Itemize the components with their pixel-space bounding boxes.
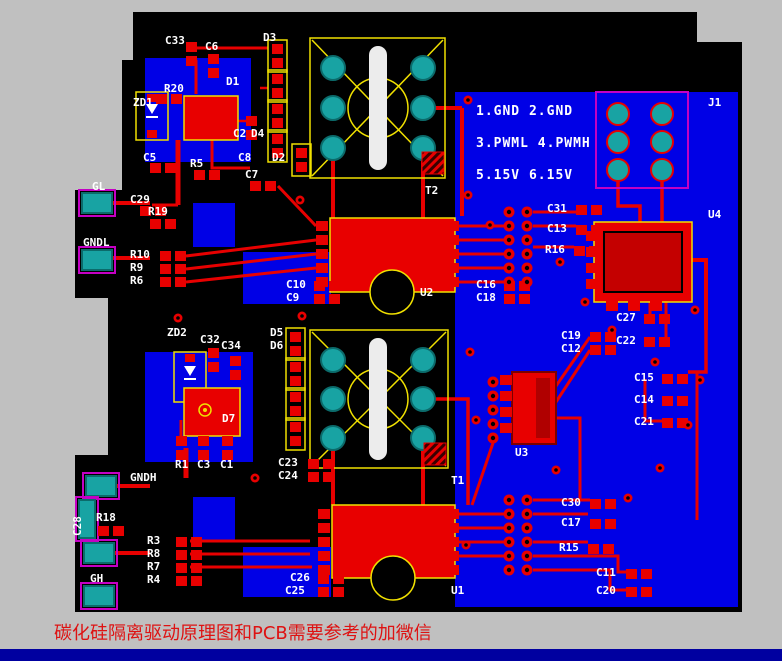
ic-u3 [511,371,557,445]
component-pads [98,39,688,597]
pad-c28 [75,496,99,542]
ic-u2 [329,217,456,315]
ic-u1 [331,504,456,601]
transformer-t1 [309,329,449,469]
caption-text: 碳化硅隔离驱动原理图和PCB需要参考的加微信 [54,623,432,644]
pad-gh-upper [80,539,118,567]
pad-gndh [82,472,120,500]
window-bottom-bar [0,649,782,661]
pad-gndl [78,246,116,274]
optocoupler-bottom [183,387,241,437]
connector-j1 [595,91,689,189]
pad-gh-lower [80,582,118,610]
pad-gl [78,189,116,217]
transformer-t2 [309,37,446,179]
pin1-hatch-marker [421,151,445,175]
pin1-hatch-marker [423,442,447,466]
vias [173,95,705,576]
diode-zd1 [135,91,169,141]
transformer-slot [369,46,387,170]
transformer-slot [369,338,387,460]
optocoupler-top [183,95,239,141]
ic-u4 [593,221,693,303]
